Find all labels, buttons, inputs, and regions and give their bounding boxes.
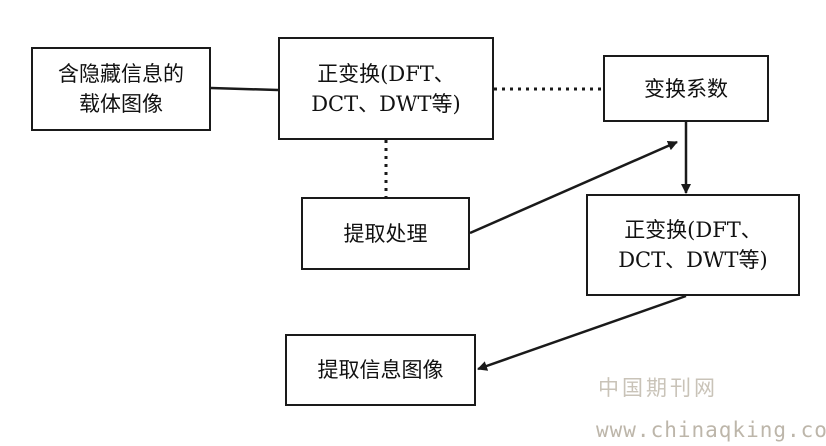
node-carrier-image-label: 含隐藏信息的 载体图像 — [58, 62, 184, 116]
node-forward-transform-2-label: 正变换(DFT、 DCT、DWT等) — [618, 218, 768, 272]
node-forward-transform-1-label: 正变换(DFT、 DCT、DWT等) — [311, 61, 461, 116]
node-extracted-info-image-label: 提取信息图像 — [317, 358, 444, 382]
node-extraction-process-label: 提取处理 — [343, 221, 428, 246]
node-forward-transform-2: 正变换(DFT、 DCT、DWT等) — [586, 194, 800, 296]
node-transform-coefficients: 变换系数 — [603, 55, 769, 122]
edge-carrier-to-forward1 — [210, 86, 279, 92]
node-carrier-image: 含隐藏信息的 载体图像 — [31, 47, 211, 131]
node-forward-transform-1: 正变换(DFT、 DCT、DWT等) — [278, 37, 494, 140]
watermark-url: www.chinaqking.com — [596, 418, 826, 442]
node-extraction-process: 提取处理 — [301, 197, 470, 270]
edge-extract-to-coeffs — [469, 140, 678, 235]
edge-forward2-to-output — [477, 294, 687, 371]
node-extracted-info-image: 提取信息图像 — [285, 334, 476, 406]
node-transform-coefficients-label: 变换系数 — [644, 76, 728, 101]
watermark-site-name: 中国期刊网 — [598, 376, 718, 400]
